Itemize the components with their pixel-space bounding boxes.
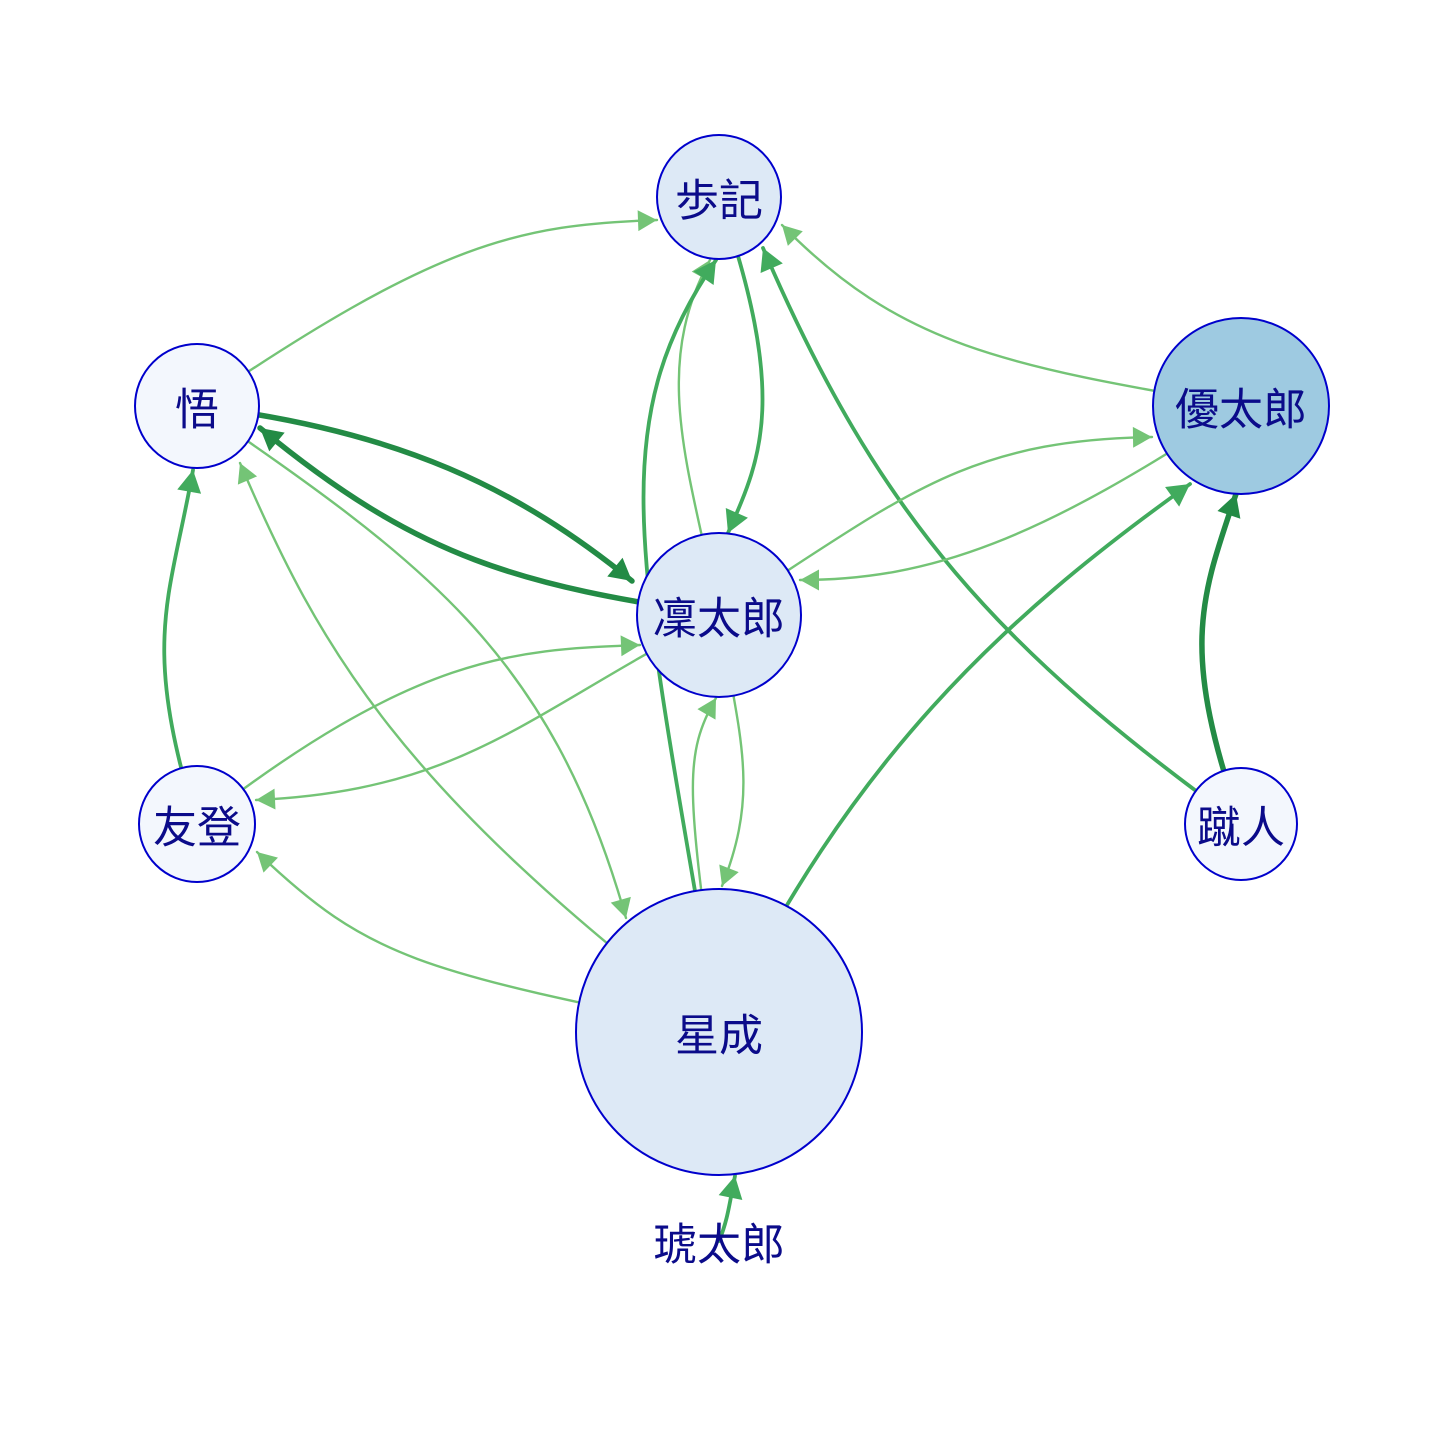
arrowhead xyxy=(260,428,285,452)
arrowhead xyxy=(637,210,657,232)
edge-shuto-to-yutaro xyxy=(1199,491,1244,827)
arrowhead xyxy=(693,260,716,285)
node-label: 歩記 xyxy=(675,176,763,227)
node-label: 琥太郎 xyxy=(653,1220,785,1271)
node-label: 蹴人 xyxy=(1197,803,1285,854)
node-circle xyxy=(134,343,260,469)
arrowhead xyxy=(257,852,278,873)
node-yuto: 友登 xyxy=(138,765,256,883)
arrowhead xyxy=(782,225,803,246)
edge-satoru-to-ayuki xyxy=(195,210,659,408)
node-satoru: 悟 xyxy=(134,343,260,469)
arrowhead xyxy=(256,788,276,810)
edge-seina-to-satoru xyxy=(237,461,721,1034)
node-circle xyxy=(1152,317,1330,495)
node-label: 星成 xyxy=(675,1011,763,1062)
edge-ayuki-to-rintaro xyxy=(717,195,765,535)
arrowhead xyxy=(237,463,258,485)
node-ayuki: 歩記 xyxy=(656,134,782,260)
arrowhead xyxy=(620,635,640,657)
edge-yuto-to-rintaro xyxy=(195,635,642,826)
node-label: 友登 xyxy=(153,803,241,854)
edge-yuto-to-satoru xyxy=(162,468,202,826)
edge-yutaro-to-rintaro xyxy=(798,404,1243,591)
node-shuto: 蹴人 xyxy=(1184,767,1298,881)
arrowhead xyxy=(1165,484,1190,507)
edge-satoru-to-seina xyxy=(195,404,631,920)
node-circle xyxy=(138,765,256,883)
edge-yutaro-to-ayuki xyxy=(780,223,1243,408)
arrowhead xyxy=(800,569,819,591)
node-label: 悟 xyxy=(175,385,219,436)
node-circle xyxy=(575,888,863,1176)
edge-seina-to-ayuki xyxy=(641,258,721,1034)
node-circle xyxy=(656,134,782,260)
edge-satoru-to-rintaro xyxy=(194,403,635,584)
arrowhead xyxy=(697,698,716,720)
edge-shuto-to-ayuki xyxy=(760,246,1243,826)
node-label: 優太郎 xyxy=(1175,385,1307,436)
node-rintaro: 凜太郎 xyxy=(636,532,802,698)
arrowhead xyxy=(610,896,631,918)
node-label: 凜太郎 xyxy=(653,594,785,645)
arrowhead xyxy=(719,864,739,886)
edge-kotaro-to-seina xyxy=(717,1174,743,1243)
arrowhead xyxy=(760,248,783,273)
arrowhead xyxy=(725,507,748,533)
arrowhead xyxy=(1132,426,1152,448)
arrowhead xyxy=(1217,494,1241,519)
node-circle xyxy=(636,532,802,698)
node-circle xyxy=(1184,767,1298,881)
node-seina: 星成 xyxy=(575,888,863,1176)
arrowhead xyxy=(177,470,202,494)
node-yutaro: 優太郎 xyxy=(1152,317,1330,495)
arrowhead xyxy=(607,557,632,581)
arrowhead xyxy=(718,1176,743,1201)
node-kotaro: 琥太郎 xyxy=(653,1220,785,1271)
